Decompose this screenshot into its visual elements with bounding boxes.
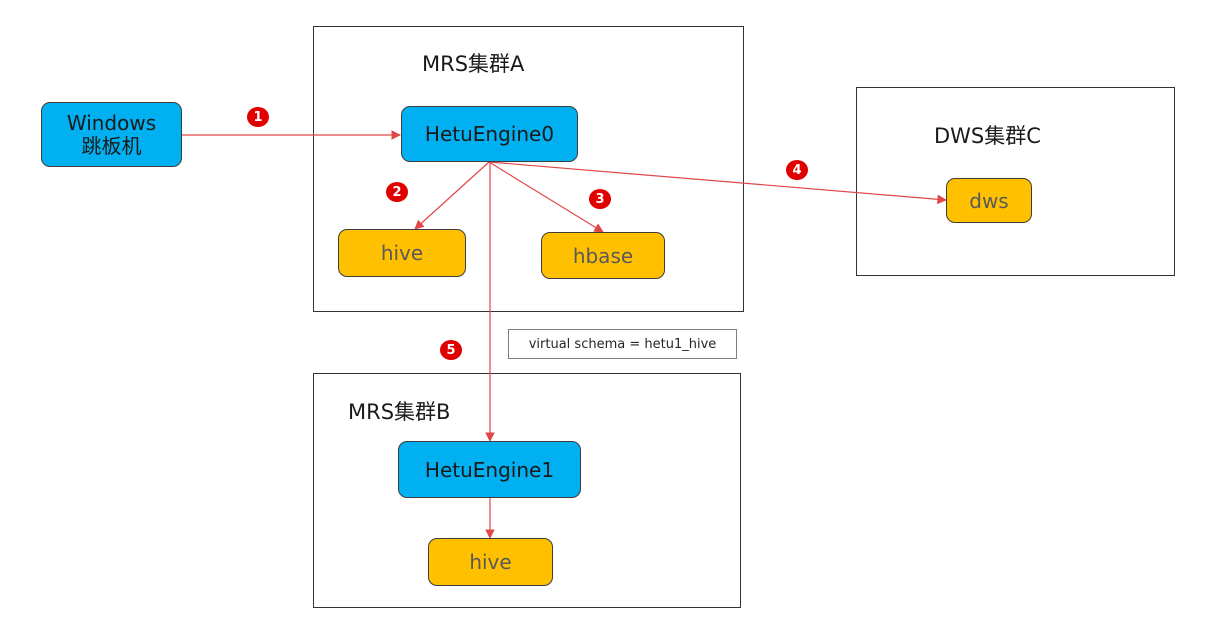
step-badge-5: 5 [440, 340, 462, 360]
hbase-a-node: hbase [541, 232, 665, 279]
hive-a-node: hive [338, 229, 466, 277]
hetu-engine0-node: HetuEngine0 [401, 106, 578, 162]
windows-node-line1: Windows [66, 110, 157, 135]
edge-engine0-to-dws [488, 161, 947, 205]
step-badge-2: 2 [386, 182, 408, 202]
hbase-a-label: hbase [572, 243, 634, 268]
edge-engine0-to-hive-a [414, 161, 490, 230]
step-badge-1: 1 [247, 107, 269, 127]
edge-engine0-to-hbase-a [488, 161, 604, 233]
hetu-engine1-label: HetuEngine1 [424, 457, 555, 482]
dws-label: dws [969, 188, 1009, 213]
hive-a-label: hive [380, 241, 424, 265]
dws-node: dws [946, 178, 1032, 223]
cluster-title-mrs-b: MRS集群B [348, 400, 451, 424]
step-badge-3: 3 [589, 189, 611, 209]
virtual-schema-text: virtual schema = hetu1_hive [528, 336, 717, 352]
cluster-title-mrs-a: MRS集群A [422, 52, 525, 76]
virtual-schema-note: virtual schema = hetu1_hive [508, 329, 737, 359]
hetu-engine0-label: HetuEngine0 [424, 122, 555, 146]
cluster-title-dws-c: DWS集群C [934, 124, 1041, 148]
windows-node-line2: 跳板机 [81, 133, 142, 158]
step-badge-4: 4 [786, 160, 808, 180]
hetu-engine1-node: HetuEngine1 [398, 441, 581, 498]
hive-b-label: hive [469, 550, 512, 574]
hive-b-node: hive [428, 538, 553, 586]
windows-jump-host-node: Windows 跳板机 [41, 102, 182, 167]
